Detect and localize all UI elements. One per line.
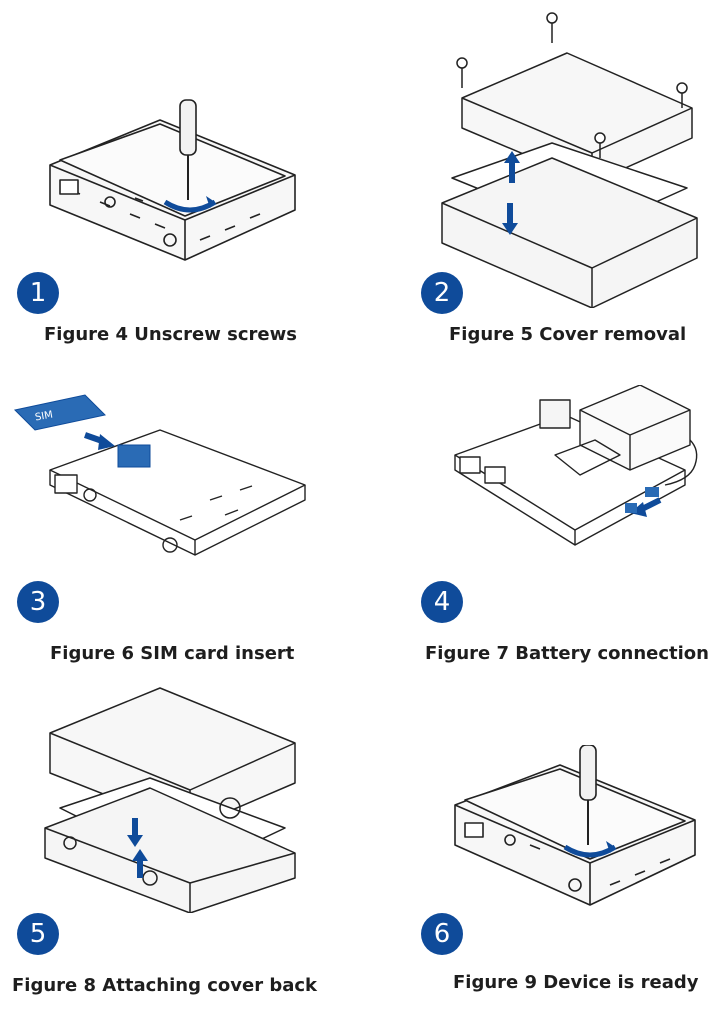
attach-cover-illustration — [40, 678, 310, 913]
screwdriver-icon — [563, 745, 617, 858]
battery-connection-illustration — [445, 385, 710, 565]
unscrew-screws-illustration — [40, 90, 310, 270]
figure-caption: Figure 8 Attaching cover back — [12, 975, 318, 996]
figure-caption: Figure 4 Unscrew screws — [44, 324, 297, 345]
cover-removal-illustration — [432, 8, 707, 308]
sim-card-icon: SIM — [13, 394, 151, 468]
figure-caption: Figure 5 Cover removal — [449, 324, 687, 345]
step-number-badge: 2 — [421, 272, 463, 314]
step-number-badge: 5 — [17, 913, 59, 955]
step-number-badge: 1 — [17, 272, 59, 314]
step-number-badge: 6 — [421, 913, 463, 955]
figure-caption: Figure 9 Device is ready — [453, 972, 699, 993]
step-number-badge: 4 — [421, 581, 463, 623]
device-ready-illustration — [450, 745, 705, 920]
sim-card-label: SIM — [34, 409, 54, 423]
step-number-badge: 3 — [17, 581, 59, 623]
screwdriver-icon — [163, 99, 217, 213]
sim-card-insert-illustration: SIM — [10, 390, 310, 565]
figure-caption: Figure 7 Battery connection — [425, 643, 709, 664]
figure-caption: Figure 6 SIM card insert — [50, 643, 295, 664]
